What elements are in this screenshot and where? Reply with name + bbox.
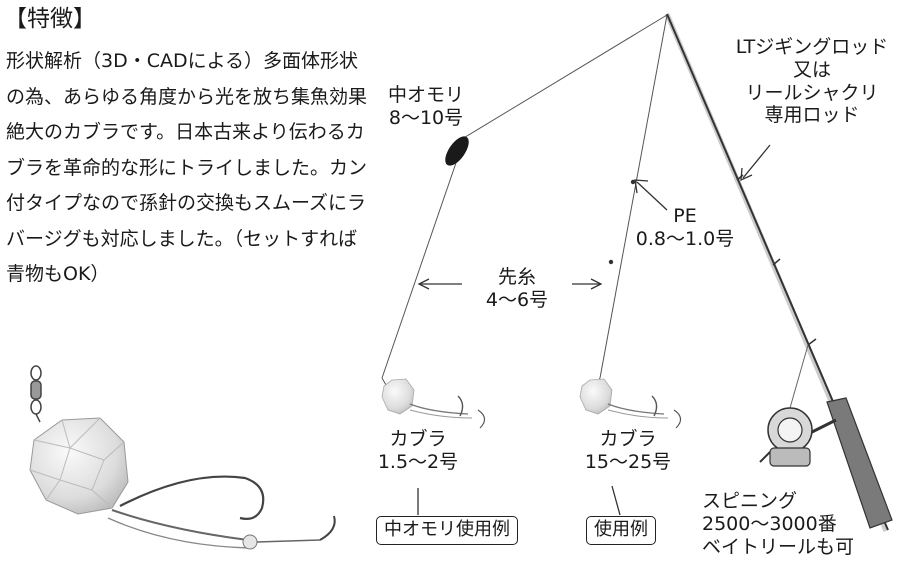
box-pointer-right (611, 485, 621, 516)
rod-guide (772, 258, 781, 266)
line-knot (630, 179, 636, 185)
kabura-lure-small-right (579, 377, 682, 429)
rod-guide (807, 338, 817, 346)
rod-arrow-head (740, 167, 753, 182)
kabura-lure-small-left (381, 377, 486, 429)
line-knot (608, 259, 614, 265)
rod-guide (736, 174, 744, 181)
pe-line (599, 14, 668, 379)
pe-arrow (636, 181, 668, 211)
leader-label: 先糸 4〜6号 (462, 266, 572, 312)
sinker-label: 中オモリ 8〜10号 (388, 84, 465, 129)
kabura-left-label: カブラ 1.5〜2号 (377, 428, 459, 473)
pe-arrow-head (634, 179, 649, 194)
fishing-rod (664, 13, 893, 532)
sinker-icon (445, 136, 469, 166)
section-heading: 【特徴】 (4, 6, 96, 32)
kabura-lure-large (29, 365, 336, 550)
leader-line-left (381, 159, 458, 379)
usage-example-sinker-box: 中オモリ使用例 (376, 516, 518, 545)
rod-arrow (742, 144, 771, 179)
spinning-reel-icon (759, 344, 837, 467)
hook-icon (119, 475, 265, 520)
pe-label: PE 0.8〜1.0号 (635, 205, 735, 250)
rod-grip-icon (826, 397, 893, 529)
kabura-right-label: カブラ 15〜25号 (584, 428, 672, 473)
rod-label: LTジギングロッド 又は リールシャクリ 専用ロッド (735, 36, 889, 127)
hook-icon (319, 515, 336, 541)
swivel-icon (30, 365, 42, 423)
usage-example-box: 使用例 (586, 516, 656, 545)
main-line-left (456, 14, 668, 143)
reel-label: スピニング 2500〜3000番 ベイトリールも可 (702, 490, 855, 558)
fishing-lines (381, 14, 668, 379)
feature-description: 形状解析（3D・CADによる）多面体形状の為、あらゆる角度から光を放ち集魚効果絶… (6, 50, 368, 285)
